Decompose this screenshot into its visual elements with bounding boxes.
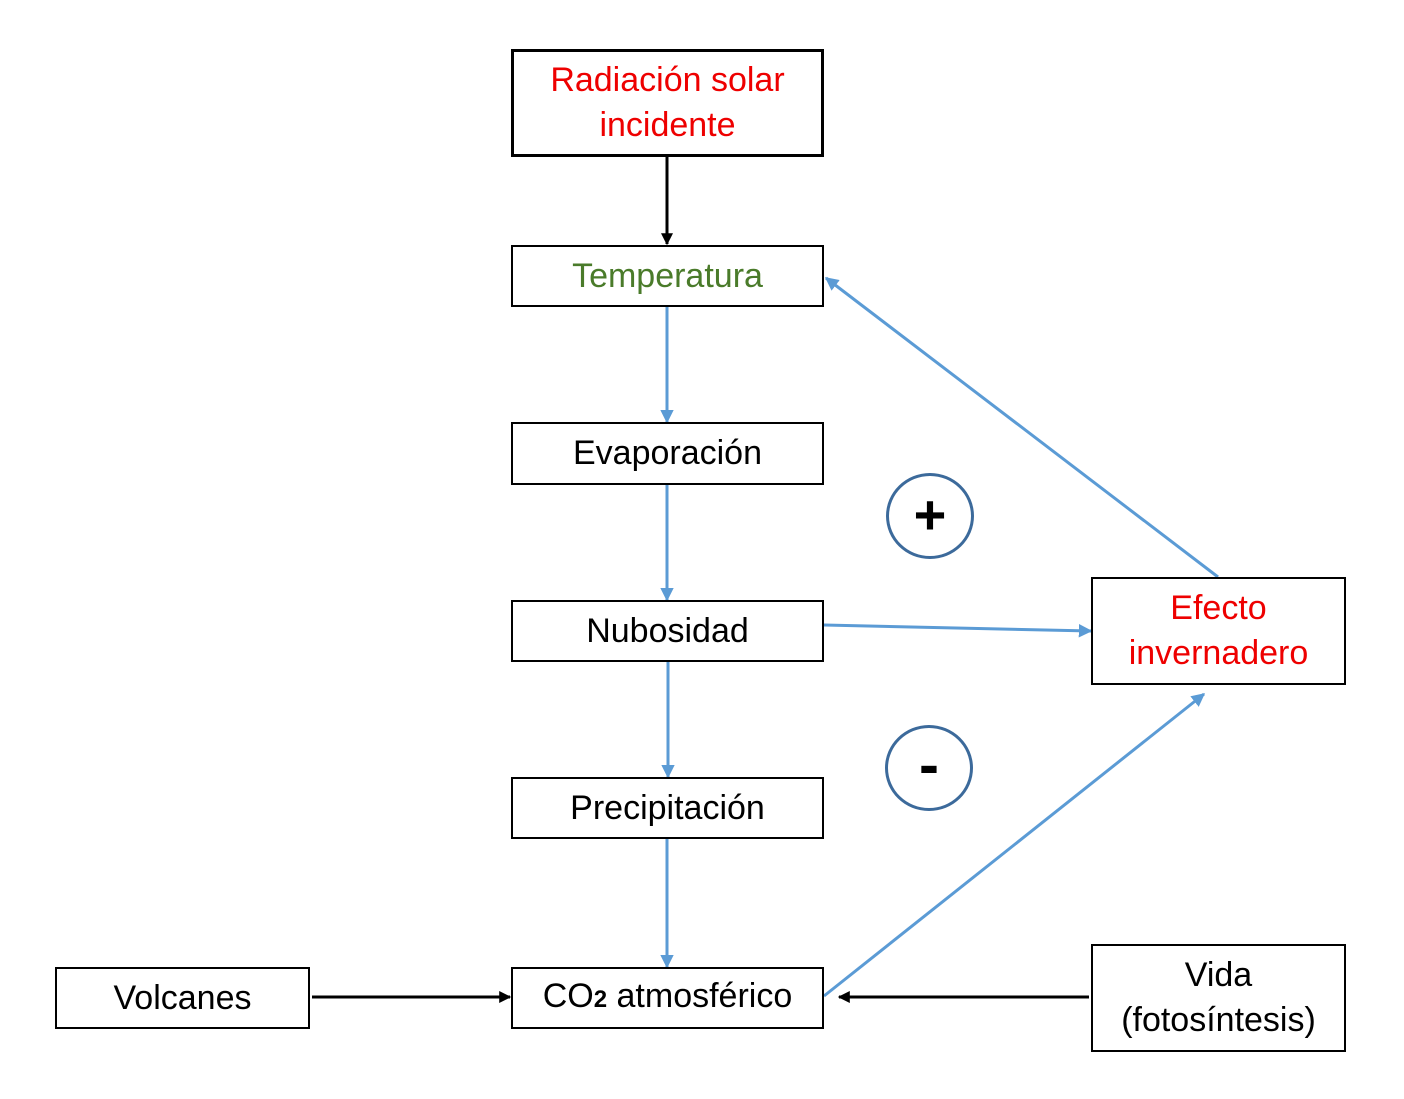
co2-main: CO [542,977,594,1015]
arrow-co2-to-efecto [823,692,1206,998]
node-co2-label: CO2 atmosférico [543,974,793,1022]
negative-feedback-sign: - [885,725,973,811]
node-evaporacion: Evaporación [511,422,824,485]
node-radiacion-line-2: incidente [599,106,736,144]
node-volcanes-label: Volcanes [113,978,252,1017]
node-temperatura: Temperatura [511,245,824,307]
node-precipitacion-label: Precipitación [570,788,765,827]
co2-rest: atmosférico [607,977,793,1015]
node-efecto-invernadero: Efecto invernadero [1091,577,1346,685]
node-vida-line-2: (fotosíntesis) [1121,1001,1316,1039]
node-nubosidad: Nubosidad [511,600,824,662]
node-temperatura-label: Temperatura [572,256,763,295]
node-efecto-line-1: Efecto [1170,589,1267,627]
node-nubosidad-label: Nubosidad [586,611,749,650]
node-precipitacion: Precipitación [511,777,824,839]
node-co2-atmosferico: CO2 atmosférico [511,967,824,1029]
node-efecto-line-2: invernadero [1128,634,1309,672]
node-volcanes: Volcanes [55,967,310,1029]
node-radiacion-solar: Radiación solar incidente [511,49,824,157]
node-vida-line-1: Vida [1184,956,1253,994]
arrow-efecto-to-temperatura [824,276,1219,579]
plus-icon: + [913,482,947,546]
minus-icon: - [919,730,939,798]
node-evaporacion-label: Evaporación [572,434,762,472]
node-radiacion-line-1: Radiación solar [550,61,785,99]
positive-feedback-sign: + [886,473,974,559]
node-vida-fotosintesis: Vida (fotosíntesis) [1091,944,1346,1052]
arrow-nubosidad-to-efecto [823,623,1093,638]
co2-subscript: 2 [593,986,608,1013]
